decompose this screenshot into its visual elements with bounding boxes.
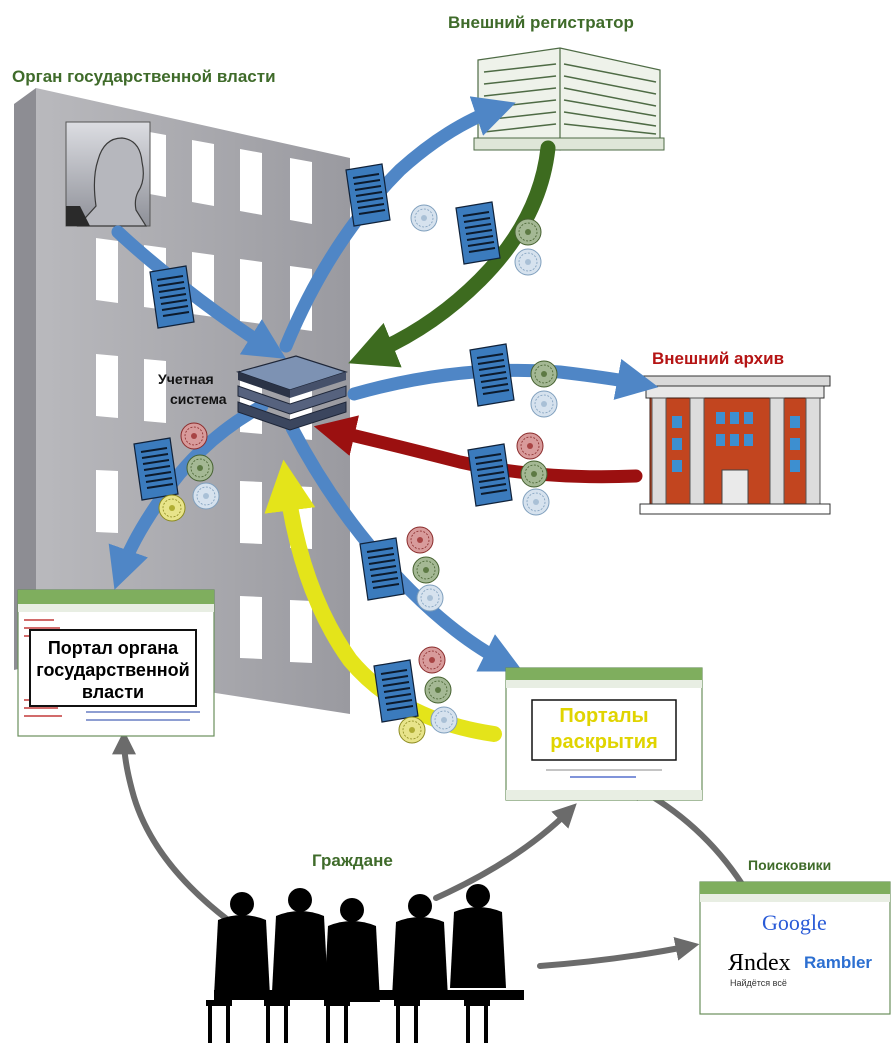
accounting-system-icon xyxy=(235,355,348,431)
label-government-body: Орган государственной власти xyxy=(12,67,276,86)
label-disclosure-portals-1: Порталы xyxy=(559,705,648,727)
arrow-system-to-registrar xyxy=(279,96,516,353)
arrow-citizens-to-search xyxy=(537,937,700,969)
document-from-disclosure xyxy=(373,646,458,744)
arrow-archive-to-system xyxy=(313,415,643,484)
label-gov-portal-1: Портал органа xyxy=(48,638,179,658)
label-accounting-system-1: Учетная xyxy=(158,371,214,387)
label-search-engines: Поисковики xyxy=(748,857,831,873)
document-official xyxy=(149,265,195,329)
archive-building xyxy=(639,375,831,515)
google-logo: Google xyxy=(762,910,827,935)
gov-portal-window xyxy=(17,589,215,737)
citizens-silhouette xyxy=(206,884,524,1043)
arrow-citizens-to-disclosure xyxy=(433,803,577,901)
label-accounting-system-2: система xyxy=(170,391,227,407)
label-disclosure-portals-2: раскрытия xyxy=(550,731,658,753)
arrow-registrar-to-system xyxy=(348,140,556,368)
yandex-logo: Яndex xyxy=(728,950,791,976)
rambler-logo: Rambler xyxy=(804,953,872,972)
search-engines-window xyxy=(699,881,891,1015)
registrar-building xyxy=(473,47,665,151)
label-gov-portal-3: власти xyxy=(82,682,144,702)
yandex-tagline: Найдётся всё xyxy=(730,978,787,988)
document-from-archive xyxy=(467,432,550,516)
label-gov-portal-2: государственной xyxy=(36,660,190,680)
disclosure-portal-window xyxy=(505,667,703,801)
official-avatar xyxy=(65,121,151,227)
document-to-archive xyxy=(469,343,558,418)
arrow-citizens-to-gov-portal xyxy=(112,730,231,923)
arrow-system-to-disclosure xyxy=(285,421,523,672)
arrow-system-to-gov-portal xyxy=(108,399,269,590)
label-external-registrar: Внешний регистратор xyxy=(448,13,634,32)
label-external-archive: Внешний архив xyxy=(652,349,784,368)
arrow-official-to-system xyxy=(111,225,287,359)
label-citizens: Граждане xyxy=(312,851,393,870)
